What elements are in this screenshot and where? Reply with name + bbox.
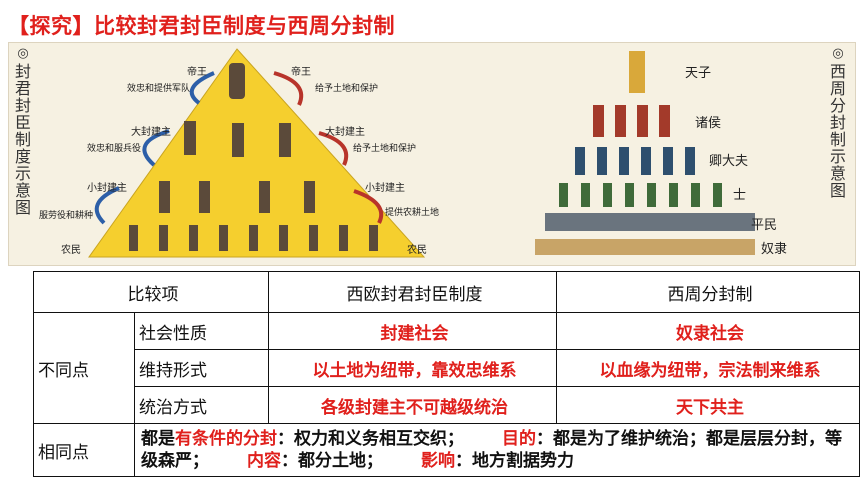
rank-vassal-right: 小封建主 — [365, 181, 405, 194]
table-row: 统治方式 各级封建主不可越级统治 天下共主 — [34, 386, 860, 424]
arrow-label-3: 服劳役和耕种 — [39, 209, 93, 221]
table-row: 维持形式 以土地为纽带，靠效忠维系 以血缘为纽带，宗法制来维系 — [34, 349, 860, 387]
rank-vassal-left: 小封建主 — [87, 181, 127, 194]
same-text: 都是 — [141, 429, 175, 449]
table-header-row: 比较项 西欧封君封臣制度 西周分封制 — [33, 271, 860, 313]
arrow-label-2: 效忠和服兵役 — [87, 142, 141, 154]
comparison-table: 比较项 西欧封君封臣制度 西周分封制 不同点 社会性质 封建社会 奴隶社会 维持… — [33, 271, 860, 477]
rank-zhuhou: 诸侯 — [695, 116, 721, 131]
row-west: 封建社会 — [268, 312, 557, 350]
same-keyword: 有条件的分封 — [175, 429, 277, 449]
row-zhou: 天下共主 — [556, 386, 860, 424]
pyramid-diagrams: 帝王 大封建主 小封建主 农民 效忠和提供军队 效忠和服兵役 服劳役和耕种 帝王… — [39, 48, 787, 258]
feudal-diagram-label: ◎ 封君封臣制度示意图 — [11, 46, 35, 217]
feudal-diagram-title: 封君封臣制度示意图 — [14, 62, 31, 217]
same-keyword: 内容 — [247, 451, 281, 471]
row-west: 以土地为纽带，靠效忠维系 — [268, 349, 557, 387]
same-text: ：地方割据势力 — [455, 451, 574, 471]
rank-shi: 士 — [733, 188, 746, 203]
rank-peasant-right: 农民 — [407, 243, 427, 256]
circle-icon: ◎ — [832, 46, 844, 61]
rank-tianzi: 天子 — [685, 66, 711, 81]
same-text: ：权力和义务相互交织； — [277, 429, 464, 449]
header-item: 比较项 — [33, 271, 269, 313]
row-zhou: 奴隶社会 — [556, 312, 860, 350]
row-west: 各级封建主不可越级统治 — [268, 386, 557, 424]
row-item: 维持形式 — [134, 349, 269, 387]
zhou-diagram-label: ◎ 西周分封制示意图 — [826, 46, 850, 200]
rank-peasant-left: 农民 — [61, 243, 81, 256]
table-row: 不同点 社会性质 封建社会 奴隶社会 — [33, 312, 860, 424]
rank-lord-left: 大封建主 — [131, 125, 171, 138]
row-item: 统治方式 — [134, 386, 269, 424]
rank-emperor-right: 帝王 — [291, 65, 311, 78]
arrow-label-r1: 给予土地和保护 — [315, 82, 378, 94]
header-west: 西欧封君封臣制度 — [268, 271, 557, 313]
zhou-figures — [535, 51, 755, 255]
rank-emperor-left: 帝王 — [187, 65, 207, 78]
arrow-label-1: 效忠和提供军队 — [127, 82, 190, 94]
figure-panel: ◎ 封君封臣制度示意图 帝王 大封建主 小封建主 农民 效忠和提供军队 效忠和服… — [8, 42, 856, 266]
diff-label: 不同点 — [33, 312, 135, 424]
same-keyword: 目的 — [502, 429, 536, 449]
arrow-label-r3: 提供农耕土地 — [385, 206, 439, 218]
same-keyword: 影响 — [421, 451, 455, 471]
feudal-figures — [129, 63, 378, 251]
circle-icon: ◎ — [17, 46, 29, 61]
header-zhou: 西周分封制 — [556, 271, 860, 313]
table-row-same: 相同点 都是有条件的分封：权力和义务相互交织； 目的：都是为了维护统治；都是层层分… — [33, 423, 860, 477]
same-label: 相同点 — [33, 423, 135, 477]
rank-nuli: 奴隶 — [761, 241, 787, 257]
arrows — [94, 71, 384, 225]
rank-pingmin: 平民 — [751, 218, 777, 233]
arrow-label-r2: 给予土地和保护 — [353, 142, 416, 154]
same-text: ：都是为了维护统治；都是层层分封，等级森严； — [141, 429, 842, 471]
page-title: 【探究】比较封君封臣制度与西周分封制 — [8, 14, 395, 38]
row-item: 社会性质 — [134, 312, 269, 350]
same-content: 都是有条件的分封：权力和义务相互交织； 目的：都是为了维护统治；都是层层分封，等级… — [134, 423, 860, 477]
feudal-pyramid — [88, 48, 426, 258]
row-zhou: 以血缘为纽带，宗法制来维系 — [556, 349, 860, 387]
same-text: ：都分土地； — [281, 451, 383, 471]
zhou-diagram-title: 西周分封制示意图 — [829, 62, 846, 200]
rank-qingdafu: 卿大夫 — [709, 154, 748, 169]
rank-lord-right: 大封建主 — [325, 125, 365, 138]
